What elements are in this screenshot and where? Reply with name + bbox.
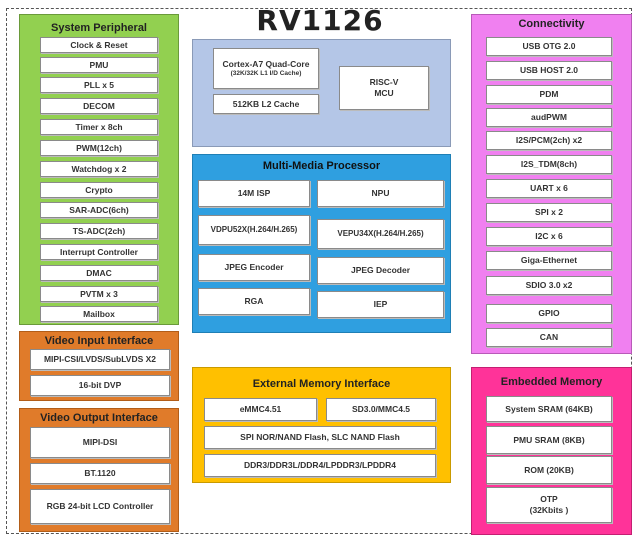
mm-jpeg-decoder: JPEG Decoder — [317, 257, 444, 284]
cortex-a7-cache: (32K/32K L1 I/D Cache) — [230, 69, 302, 77]
conn-giga-ethernet: Giga-Ethernet — [486, 251, 612, 270]
vout-bt1120: BT.1120 — [30, 463, 170, 484]
conn-sdio: SDIO 3.0 x2 — [486, 276, 612, 295]
mm-jpeg-encoder: JPEG Encoder — [198, 254, 310, 281]
ext-emmc: eMMC4.51 — [204, 398, 317, 421]
sys-pwm: PWM(12ch) — [40, 140, 158, 156]
sys-dmac: DMAC — [40, 265, 158, 281]
sys-pll: PLL x 5 — [40, 77, 158, 93]
emb-system-sram: System SRAM (64KB) — [486, 396, 612, 422]
sys-crypto: Crypto — [40, 182, 158, 198]
embedded-memory-title: Embedded Memory — [500, 376, 603, 388]
emb-pmu-sram: PMU SRAM (8KB) — [486, 426, 612, 454]
vin-dvp: 16-bit DVP — [30, 375, 170, 396]
chip-title: RV1126 — [256, 4, 384, 37]
connectivity-panel: Connectivity USB OTG 2.0 USB HOST 2.0 PD… — [471, 14, 632, 354]
sys-timer: Timer x 8ch — [40, 119, 158, 135]
ext-sd-mmc: SD3.0/MMC4.5 — [326, 398, 436, 421]
cortex-a7-box: Cortex-A7 Quad-Core (32K/32K L1 I/D Cach… — [213, 48, 319, 89]
video-output-title: Video Output Interface — [40, 412, 158, 424]
system-peripheral-panel: System Peripheral Clock & Reset PMU PLL … — [19, 14, 179, 325]
sys-ts-adc: TS-ADC(2ch) — [40, 223, 158, 239]
embedded-memory-panel: Embedded Memory System SRAM (64KB) PMU S… — [471, 367, 632, 535]
external-memory-panel: External Memory Interface eMMC4.51 SD3.0… — [192, 367, 451, 483]
sys-pvtm: PVTM x 3 — [40, 286, 158, 302]
sys-sar-adc: SAR-ADC(6ch) — [40, 202, 158, 218]
conn-audpwm: audPWM — [486, 108, 612, 127]
mm-vdpu: VDPU52X(H.264/H.265) — [198, 215, 310, 245]
video-output-panel: Video Output Interface MIPI-DSI BT.1120 … — [19, 408, 179, 532]
video-input-title: Video Input Interface — [44, 335, 154, 347]
conn-i2s-tdm: I2S_TDM(8ch) — [486, 155, 612, 174]
conn-gpio: GPIO — [486, 304, 612, 323]
l2-cache-box: 512KB L2 Cache — [213, 94, 319, 114]
connectivity-title: Connectivity — [518, 18, 585, 30]
cpu-panel: Cortex-A7 Quad-Core (32K/32K L1 I/D Cach… — [192, 39, 451, 147]
vin-mipi-csi: MIPI-CSI/LVDS/SubLVDS X2 — [30, 349, 170, 370]
conn-i2s-pcm: I2S/PCM(2ch) x2 — [486, 131, 612, 150]
vout-mipi-dsi: MIPI-DSI — [30, 427, 170, 458]
ext-ddr: DDR3/DDR3L/DDR4/LPDDR3/LPDDR4 — [204, 454, 436, 477]
mm-isp: 14M ISP — [198, 180, 310, 207]
emb-rom: ROM (20KB) — [486, 456, 612, 484]
multimedia-title: Multi-Media Processor — [262, 160, 381, 172]
sys-pmu: PMU — [40, 57, 158, 73]
conn-can: CAN — [486, 328, 612, 347]
mm-vepu: VEPU34X(H.264/H.265) — [317, 219, 444, 249]
mm-iep: IEP — [317, 291, 444, 318]
conn-spi: SPI x 2 — [486, 203, 612, 222]
mm-rga: RGA — [198, 288, 310, 315]
video-input-panel: Video Input Interface MIPI-CSI/LVDS/SubL… — [19, 331, 179, 401]
sys-mailbox: Mailbox — [40, 306, 158, 322]
conn-uart: UART x 6 — [486, 179, 612, 198]
system-peripheral-title: System Peripheral — [51, 22, 147, 34]
conn-usb-host: USB HOST 2.0 — [486, 61, 612, 80]
cortex-a7-title: Cortex-A7 Quad-Core — [222, 59, 310, 70]
multimedia-panel: Multi-Media Processor 14M ISP NPU VDPU52… — [192, 154, 451, 333]
vout-rgb-lcd: RGB 24-bit LCD Controller — [30, 489, 170, 524]
risc-v-mcu-box: RISC-V MCU — [339, 66, 429, 110]
sys-clock-reset: Clock & Reset — [40, 37, 158, 53]
ext-spi-flash: SPI NOR/NAND Flash, SLC NAND Flash — [204, 426, 436, 449]
conn-usb-otg: USB OTG 2.0 — [486, 37, 612, 56]
external-memory-title: External Memory Interface — [252, 378, 391, 390]
conn-pdm: PDM — [486, 85, 612, 104]
sys-decom: DECOM — [40, 98, 158, 114]
sys-interrupt-controller: Interrupt Controller — [40, 244, 158, 260]
mm-npu: NPU — [317, 180, 444, 207]
emb-otp: OTP (32Kbits ) — [486, 487, 612, 523]
sys-watchdog: Watchdog x 2 — [40, 161, 158, 177]
conn-i2c: I2C x 6 — [486, 227, 612, 246]
